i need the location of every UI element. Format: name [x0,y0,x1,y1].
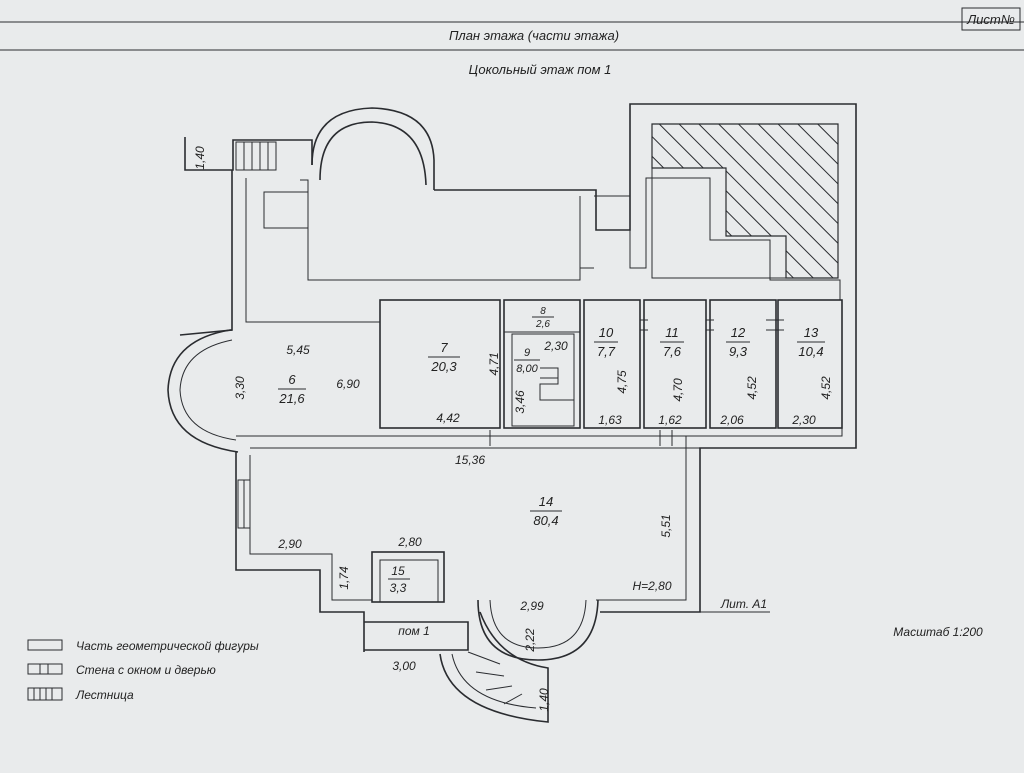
room-10: 10 7,7 [594,325,618,359]
svg-text:20,3: 20,3 [430,359,457,374]
svg-text:6: 6 [288,372,296,387]
room-12: 12 9,3 [726,325,750,359]
room-11: 11 7,6 [660,325,684,359]
dim-label: 1,40 [193,146,207,170]
plan-title: План этажа (части этажа) [449,28,619,43]
dim-label: 1,62 [658,413,682,427]
dim-label: 4,52 [745,376,759,400]
svg-text:11: 11 [665,325,679,340]
svg-text:13: 13 [804,325,819,340]
hatched-area [651,123,839,279]
svg-text:80,4: 80,4 [533,513,558,528]
svg-text:2,6: 2,6 [535,319,550,330]
title-block: План этажа (части этажа) Лист№ Цокольный… [0,7,1024,77]
dim-label: 2,80 [397,535,422,549]
room-7: 7 20,3 [428,340,460,374]
dim-label: 4,52 [819,376,833,400]
svg-text:7,6: 7,6 [663,344,682,359]
dim-label: 4,70 [671,378,685,402]
room-14: 14 80,4 [530,494,562,528]
dim-label: 2,22 [523,628,537,653]
sheet-label: Лист№ [966,12,1015,27]
dim-label: 3,00 [392,659,416,673]
liter-label: Лит. А1 [720,597,767,611]
room-9: 9 8,00 [514,347,540,375]
dim-label: 1,40 [537,688,551,712]
dim-label: 2,30 [791,413,816,427]
unit-label: пом 1 [398,624,430,638]
legend-label: Лестница [75,688,134,702]
legend-label: Стена с окном и дверью [76,663,216,677]
svg-text:9,3: 9,3 [729,344,748,359]
dim-label: 3,46 [513,390,527,414]
dim-label: 5,45 [286,343,310,357]
room-6: 6 21,6 [278,372,306,406]
ceiling-height: H=2,80 [632,579,671,593]
dim-label: 4,75 [615,370,629,394]
room-13: 13 10,4 [797,325,825,359]
svg-text:3,3: 3,3 [390,581,407,595]
svg-text:10: 10 [599,325,614,340]
scale-label: Масштаб 1:200 [893,625,983,639]
annotations: Лит. А1 Масштаб 1:200 [700,597,983,639]
svg-text:9: 9 [524,347,530,359]
svg-text:7,7: 7,7 [597,344,616,359]
svg-text:8: 8 [540,306,546,317]
room-15: 15 3,3 [388,564,410,595]
svg-text:15: 15 [391,564,405,578]
dim-label: 6,90 [336,377,360,391]
svg-text:7: 7 [440,340,448,355]
dim-label: 1,63 [598,413,622,427]
legend-label: Часть геометрической фигуры [76,639,259,653]
dim-label: 2,99 [519,599,544,613]
svg-text:10,4: 10,4 [798,344,823,359]
dimensions: 1,40 5,45 3,30 6,90 4,71 4,42 2,30 3,46 … [193,146,833,712]
dim-label: 4,71 [487,352,501,375]
stairs-icon [27,687,63,701]
legend: Часть геометрической фигуры Стена с окно… [27,639,259,702]
sheet-number-box [961,7,1021,31]
wall-window-door-icon [27,663,63,675]
dim-label: 2,90 [277,537,302,551]
room-8: 8 2,6 [532,306,554,330]
svg-text:8,00: 8,00 [516,363,538,375]
dim-label: 4,42 [436,411,460,425]
svg-text:21,6: 21,6 [278,391,305,406]
room-labels: 6 21,6 7 20,3 8 2,6 9 8,00 10 7,7 11 7,6 [278,306,825,595]
dim-label: 2,06 [719,413,744,427]
partitions [237,267,843,529]
dim-label: 1,74 [337,566,351,590]
building-outline [167,103,857,723]
svg-text:14: 14 [539,494,553,509]
floor-subtitle: Цокольный этаж пом 1 [469,62,612,77]
svg-text:12: 12 [731,325,746,340]
stairs-top [235,141,309,229]
dim-label: 3,30 [233,376,247,400]
dim-label: 5,51 [659,514,673,537]
dim-label: 15,36 [455,453,485,467]
dim-label: 2,30 [543,339,568,353]
geometric-figure-icon [27,639,63,651]
